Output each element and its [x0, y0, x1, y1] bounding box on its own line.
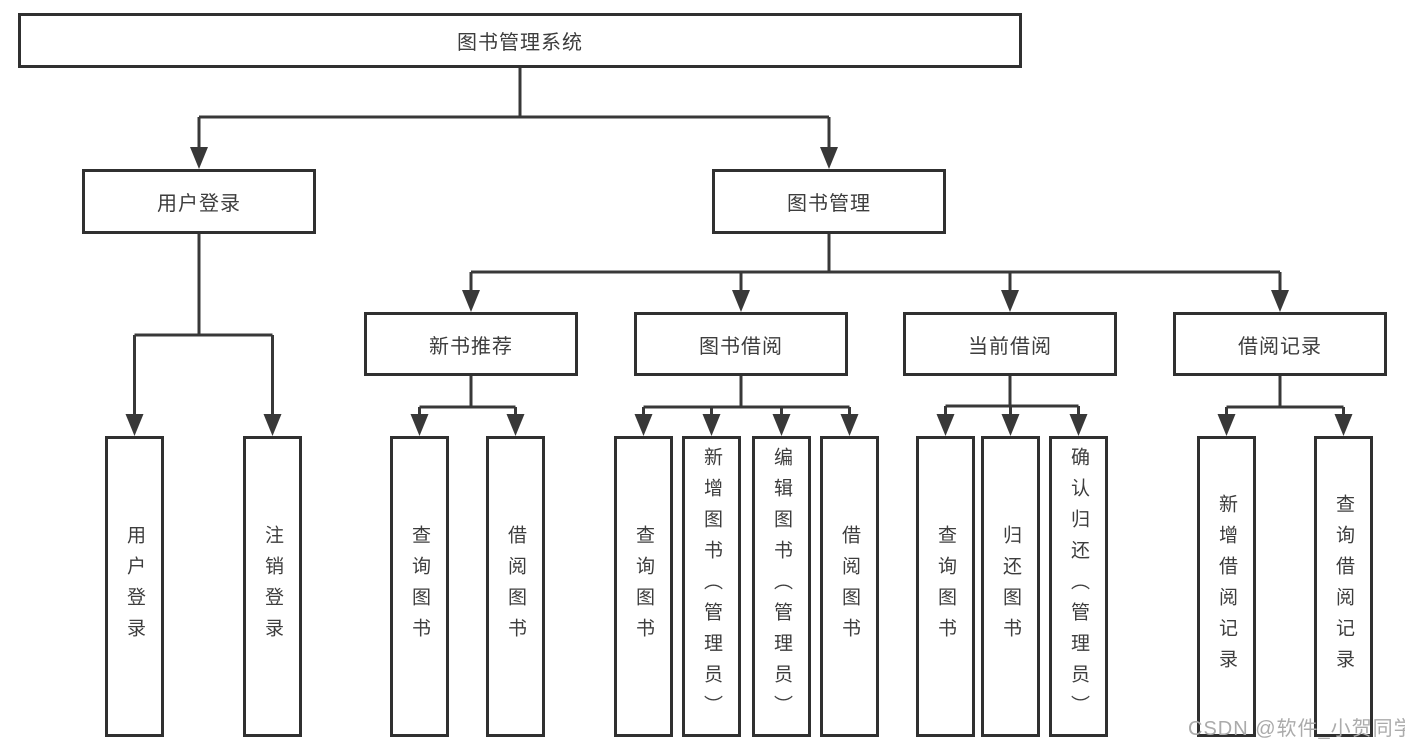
- node-book-management: 图书管理: [712, 169, 946, 234]
- leaf-borrow-books-label: 借阅图书: [839, 524, 860, 649]
- leaf-add-borrow-record: 新增借阅记录: [1197, 436, 1256, 737]
- leaf-query-books-recommend: 查询图书: [390, 436, 449, 737]
- leaf-user-login-label: 用户登录: [124, 524, 145, 649]
- connector-paths: [133, 68, 1345, 416]
- node-library-management-system: 图书管理系统: [18, 13, 1022, 68]
- leaf-query-books-borrow-label: 查询图书: [633, 524, 654, 649]
- leaf-borrow-books: 借阅图书: [820, 436, 879, 737]
- node-book-borrow-label: 图书借阅: [699, 335, 783, 358]
- leaf-confirm-return-admin: 确认归还（管理员）: [1049, 436, 1108, 737]
- leaf-return-books-label: 归还图书: [1000, 524, 1021, 649]
- leaf-add-books-admin: 新增图书（管理员）: [682, 436, 741, 737]
- node-book-borrow: 图书借阅: [634, 312, 848, 376]
- arrowheads: [125, 147, 1353, 436]
- leaf-add-borrow-record-label: 新增借阅记录: [1216, 493, 1237, 680]
- node-new-book-recommend: 新书推荐: [364, 312, 578, 376]
- leaf-query-books-current-label: 查询图书: [935, 524, 956, 649]
- leaf-borrow-books-recommend-label: 借阅图书: [505, 524, 526, 649]
- leaf-edit-books-admin: 编辑图书（管理员）: [752, 436, 811, 737]
- node-book-management-label: 图书管理: [787, 193, 871, 215]
- leaf-query-books-current: 查询图书: [916, 436, 975, 737]
- leaf-user-login: 用户登录: [105, 436, 164, 737]
- node-library-management-system-label: 图书管理系统: [457, 32, 583, 54]
- leaf-confirm-return-admin-label: 确认归还（管理员）: [1068, 447, 1089, 726]
- leaf-query-books-borrow: 查询图书: [614, 436, 673, 737]
- node-new-book-recommend-label: 新书推荐: [429, 335, 513, 358]
- node-user-login-label: 用户登录: [157, 193, 241, 215]
- node-borrow-records: 借阅记录: [1173, 312, 1387, 376]
- node-user-login: 用户登录: [82, 169, 316, 234]
- leaf-query-borrow-record-label: 查询借阅记录: [1333, 493, 1354, 680]
- node-current-borrow-label: 当前借阅: [968, 335, 1052, 358]
- leaf-add-books-admin-label: 新增图书（管理员）: [701, 447, 722, 726]
- leaf-query-books-recommend-label: 查询图书: [409, 524, 430, 649]
- leaf-borrow-books-recommend: 借阅图书: [486, 436, 545, 737]
- node-current-borrow: 当前借阅: [903, 312, 1117, 376]
- leaf-logout: 注销登录: [243, 436, 302, 737]
- leaf-edit-books-admin-label: 编辑图书（管理员）: [771, 447, 792, 726]
- csdn-watermark: CSDN @软件_小贺同学: [1188, 718, 1405, 740]
- leaf-query-borrow-record: 查询借阅记录: [1314, 436, 1373, 737]
- leaf-return-books: 归还图书: [981, 436, 1040, 737]
- leaf-logout-label: 注销登录: [262, 524, 283, 649]
- node-borrow-records-label: 借阅记录: [1238, 335, 1322, 358]
